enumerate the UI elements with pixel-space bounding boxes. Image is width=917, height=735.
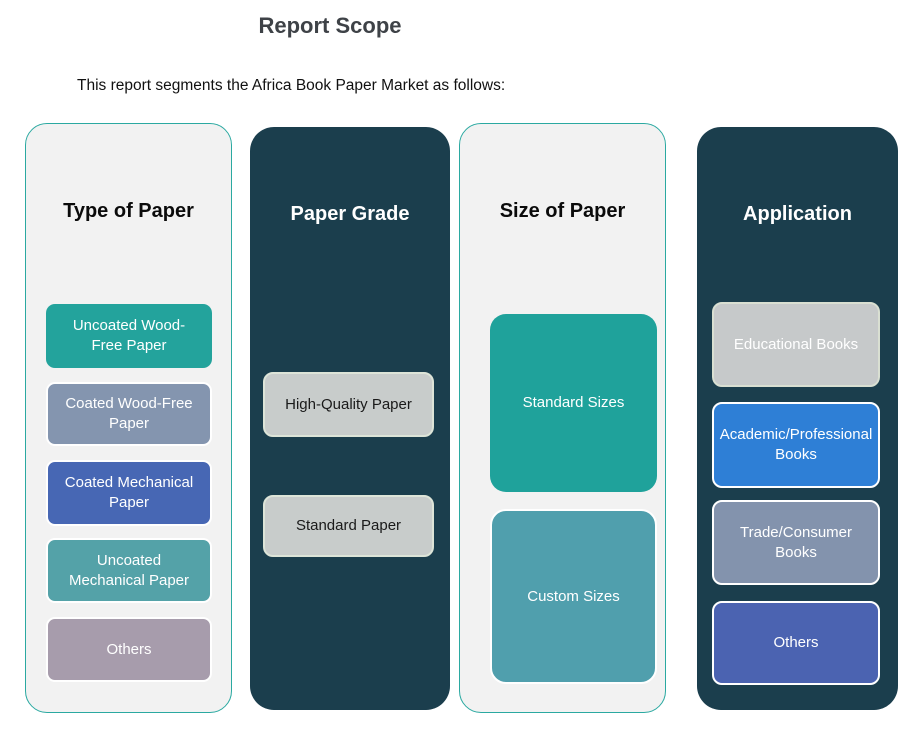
box-academic-professional-books: Academic/Professional Books: [712, 402, 880, 488]
box-coated-mechanical-paper: Coated Mechanical Paper: [46, 460, 212, 526]
column-application: Application Educational Books Academic/P…: [697, 127, 898, 710]
box-standard-sizes: Standard Sizes: [490, 314, 657, 492]
column-size-of-paper: Size of Paper Standard Sizes Custom Size…: [459, 123, 666, 713]
column-header: Type of Paper: [63, 200, 194, 222]
column-type-of-paper: Type of Paper Uncoated Wood-Free Paper C…: [25, 123, 232, 713]
box-custom-sizes: Custom Sizes: [490, 509, 657, 684]
box-high-quality-paper: High-Quality Paper: [263, 372, 434, 437]
box-type-others: Others: [46, 617, 212, 682]
box-trade-consumer-books: Trade/Consumer Books: [712, 500, 880, 585]
box-coated-wood-free-paper: Coated Wood-Free Paper: [46, 382, 212, 446]
box-uncoated-mechanical-paper: Uncoated Mechanical Paper: [46, 538, 212, 603]
page-subtitle: This report segments the Africa Book Pap…: [77, 77, 506, 94]
column-paper-grade: Paper Grade High-Quality Paper Standard …: [250, 127, 450, 710]
box-standard-paper: Standard Paper: [263, 495, 434, 557]
column-header: Application: [743, 203, 852, 225]
page-title: Report Scope: [258, 13, 402, 38]
column-header: Paper Grade: [290, 203, 410, 225]
box-educational-books: Educational Books: [712, 302, 880, 387]
box-application-others: Others: [712, 601, 880, 685]
column-header: Size of Paper: [499, 200, 626, 222]
box-uncoated-wood-free-paper: Uncoated Wood-Free Paper: [46, 304, 212, 368]
